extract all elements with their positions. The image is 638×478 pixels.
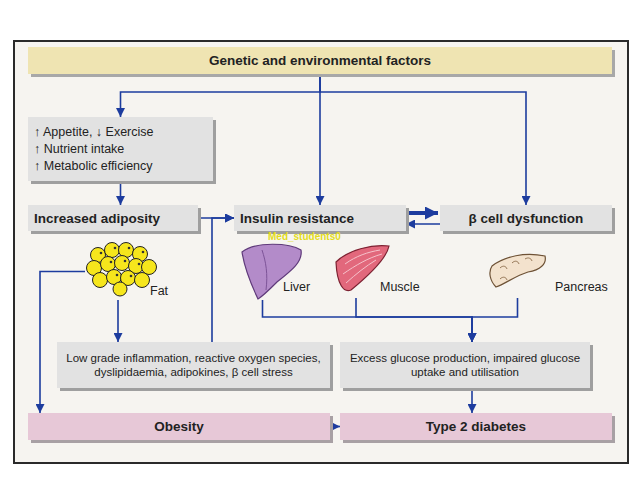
node-text: Pancreas (555, 280, 608, 294)
flow-arrow (198, 217, 234, 219)
fat-nucleus (128, 247, 131, 250)
node-text: Low grade inflammation, reactive oxygen … (61, 351, 326, 379)
fat-nucleus (142, 251, 145, 254)
fat-cells (87, 243, 157, 297)
organ-figure: Muscle (330, 243, 382, 298)
outcome-box: Type 2 diabetes (340, 413, 612, 440)
node-text: Excess glucose production, impaired gluc… (344, 351, 586, 379)
flow-arrow (406, 211, 438, 215)
fat-nucleus (130, 275, 133, 278)
flow-arrow (319, 74, 321, 205)
fat-nuclei (100, 247, 145, 278)
node-text: Obesity (154, 419, 204, 434)
liver-lobe-line (262, 250, 267, 290)
flow-arrow (471, 388, 473, 413)
node-text: Increased adiposity (34, 211, 160, 226)
fat-cell (135, 273, 150, 288)
lifestyle-box: ↑ Appetite, ↓ Exercise↑ Nutrient intake↑… (28, 117, 213, 181)
flow-arrow (117, 300, 119, 342)
process-box: Increased adiposity (28, 205, 198, 231)
node-text: Insulin resistance (240, 211, 354, 226)
node-text: ↑ Nutrient intake (34, 141, 124, 158)
mechanism-box: Excess glucose production, impaired gluc… (340, 342, 590, 388)
node-text: Liver (283, 280, 310, 294)
flow-arrow (263, 300, 473, 342)
node-text: β cell dysfunction (469, 211, 584, 226)
fat-nucleus (138, 263, 141, 266)
organ-figure: Liver (225, 243, 300, 300)
organ-figure: Pancreas (490, 248, 545, 298)
pancreas-lobules (500, 258, 532, 280)
tissue-figure: Fat (85, 243, 151, 300)
flow-arrow (120, 181, 122, 205)
node-text: Fat (150, 284, 168, 298)
fat-nucleus (124, 260, 127, 263)
process-box: Insulin resistance (234, 205, 406, 231)
node-text: Muscle (380, 280, 420, 294)
process-box: β cell dysfunction (440, 205, 612, 231)
outcome-box: Obesity (28, 413, 330, 440)
fat-cell (113, 282, 127, 296)
node-text: Type 2 diabetes (426, 419, 526, 434)
node-text: ↑ Appetite, ↓ Exercise (34, 124, 154, 141)
fat-nucleus (116, 274, 119, 277)
pancreas-drawing (490, 254, 545, 287)
flow-arrow (121, 74, 321, 117)
fat-cell (115, 256, 130, 271)
factors-band: Genetic and environmental factors (28, 47, 612, 74)
flow-arrow (320, 74, 526, 205)
node-text: Genetic and environmental factors (209, 53, 431, 68)
watermark: Med_students0 (268, 231, 341, 242)
flow-arrow (330, 426, 340, 428)
muscle-fibres (343, 250, 382, 283)
fat-nucleus (114, 247, 117, 250)
fat-nucleus (100, 252, 103, 255)
flow-arrow (356, 298, 472, 342)
flow-arrow (472, 298, 518, 342)
pancreas-shape (490, 254, 545, 287)
mechanism-box: Low grade inflammation, reactive oxygen … (57, 342, 330, 388)
fat-cell (93, 273, 108, 288)
node-text: ↑ Metabolic efficiency (34, 158, 153, 175)
fat-nucleus (110, 261, 113, 264)
fat-cell (105, 243, 120, 258)
flow-arrow (212, 218, 234, 342)
flow-arrow (406, 223, 440, 225)
